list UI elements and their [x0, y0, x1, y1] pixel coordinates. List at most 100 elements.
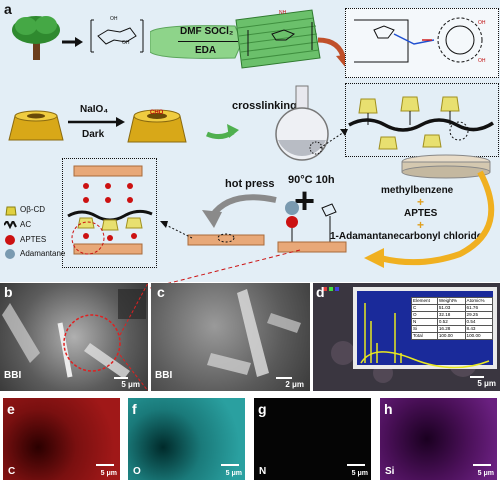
sample-tag-bbi: BBI: [155, 370, 173, 381]
reagent-dark: Dark: [82, 129, 105, 140]
reagent-aptes: APTES: [404, 208, 438, 219]
panel-f-label: f: [132, 401, 137, 417]
scale-bar-label: 5 μm: [100, 470, 117, 477]
table-cell: C: [411, 304, 438, 312]
dotted-pointer: [160, 221, 193, 239]
wood-board-icon: [187, 233, 265, 246]
sample-tag-bbi: BBI: [4, 370, 22, 381]
scale-bar-label: 5 μm: [351, 470, 368, 477]
scale-bar-label: 5 μm: [477, 470, 494, 477]
petri-dish-icon: [401, 154, 491, 179]
cyclodextrin-icon: [8, 110, 64, 141]
table-cell: 0.54: [464, 318, 494, 326]
reagent-divider: [178, 41, 238, 42]
green-curved-arrow: [206, 124, 239, 140]
oxidized-cyclodextrin-icon: [127, 109, 187, 143]
scale-bar: [221, 464, 239, 466]
nh-tag: NH: [279, 10, 287, 16]
table-cell: 100.00: [464, 332, 494, 340]
table-header-cell: Atomic%: [464, 297, 494, 305]
yellow-curved-arrow: [364, 170, 495, 268]
scale-bar: [470, 376, 484, 378]
composite-layer-box: [62, 158, 157, 268]
panel-c-label: c: [157, 284, 165, 300]
red-sphere-icon: [5, 235, 15, 245]
sem-panel-c: c BBI 2 μm: [151, 283, 310, 391]
plus-sign-large: +: [294, 180, 316, 221]
reagent-methylbenzene: methylbenzene: [381, 185, 454, 196]
legend-label-ocd: Oβ-CD: [20, 205, 46, 214]
reagent-adamantanecarbonyl-chloride: 1-Adamantanecarbonyl chloride: [330, 231, 483, 242]
scale-bar: [96, 464, 114, 466]
composite-layers: [67, 165, 153, 255]
cho-tag: CHO: [150, 110, 164, 116]
scale-bar-label: 2 μm: [285, 380, 304, 389]
crosslinking-label: crosslinking: [232, 100, 297, 112]
grey-sphere-icon: [5, 249, 15, 259]
table-cell: 100.00: [436, 332, 466, 340]
element-label: N: [259, 466, 267, 477]
panel-e-label: e: [7, 401, 15, 417]
svg-text:OH: OH: [478, 58, 486, 64]
oh-tag: OH: [110, 16, 118, 22]
sem-panel-b: b BBI 5 μm: [0, 283, 148, 391]
scale-bar: [347, 464, 365, 466]
modified-cellulose-sheets: [235, 9, 321, 69]
element-map-o: f O 5 μm: [128, 398, 245, 480]
table-header-row: Element Weight% Atomic%: [411, 297, 494, 305]
modified-wood-board: [277, 201, 347, 253]
reagent-naio4: NaIO₄: [80, 104, 109, 115]
conditions-label: 90°C 10h: [288, 174, 335, 186]
legend-label-ac: AC: [20, 220, 32, 229]
table-cell: 32.18: [436, 311, 466, 319]
crosslinked-molecule: OH OH: [354, 17, 486, 64]
element-label: C: [8, 466, 16, 477]
panel-d-label: d: [316, 284, 325, 300]
panel-h-label: h: [384, 401, 393, 417]
legend-label-adamantane: Adamantane: [20, 249, 66, 258]
svg-text:OH: OH: [478, 20, 486, 26]
hot-press-arrow: [202, 194, 277, 228]
crosslinked-network: [348, 96, 494, 150]
element-map-n: g N 5 μm: [254, 398, 371, 480]
table-cell: 0.52: [436, 318, 466, 326]
tree-icon: [12, 16, 60, 60]
table-header-cell: Weight%: [436, 297, 466, 305]
element-label: O: [133, 466, 141, 477]
element-label: Si: [385, 466, 395, 477]
legend-cyclodextrin-icon: [5, 206, 17, 216]
scale-bar-label: 5 μm: [477, 379, 496, 388]
plus-sign: +: [417, 195, 425, 209]
wave-icon: [4, 221, 17, 229]
reagent-dmf: DMF SOCl₂: [180, 26, 234, 37]
dotted-pointer: [319, 129, 348, 149]
panel-a-label: a: [4, 1, 12, 17]
legend-label-aptes: APTES: [20, 235, 47, 244]
flask-icon: [275, 85, 329, 161]
table-cell: O: [411, 311, 438, 319]
table-cell: 29.25: [464, 311, 494, 319]
table-cell: Total: [411, 332, 438, 340]
scale-bar-label: 5 μm: [225, 470, 242, 477]
panel-g-label: g: [258, 401, 267, 417]
scale-bar: [114, 377, 128, 379]
table-header-cell: Element: [411, 297, 438, 305]
oh-tag: OH: [122, 40, 130, 46]
element-map-c: e C 5 μm: [3, 398, 120, 480]
table-cell: 8.43: [464, 325, 494, 333]
element-map-si: h Si 5 μm: [380, 398, 497, 480]
arrow-icon: [68, 117, 125, 127]
scale-bar: [473, 464, 491, 466]
hot-press-label: hot press: [225, 178, 275, 190]
table-cell: 16.28: [436, 325, 466, 333]
table-cell: N: [411, 318, 438, 326]
cellulose-structure: [90, 19, 144, 53]
green-reaction-arrow: [150, 25, 243, 59]
